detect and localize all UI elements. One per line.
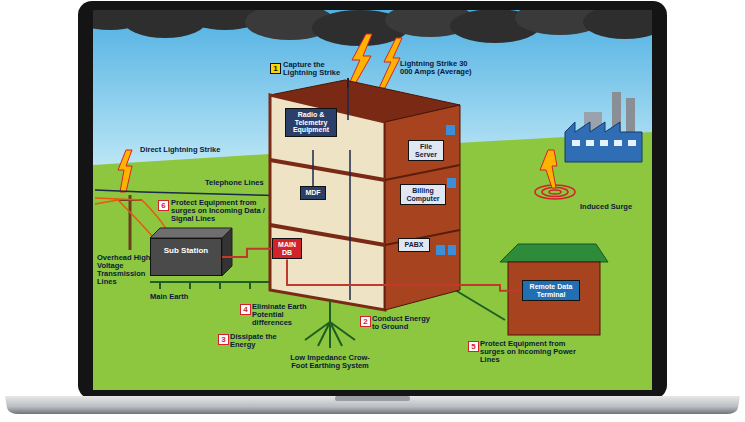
node-text: Remote Data Terminal	[526, 283, 576, 298]
floor-slab	[270, 160, 385, 245]
ring	[549, 190, 561, 194]
window	[436, 245, 445, 255]
distribution-board: MAIN DB	[272, 238, 302, 259]
sky	[93, 10, 652, 390]
roof	[500, 244, 608, 262]
node-text: MAIN DB	[276, 241, 298, 256]
window	[600, 140, 608, 146]
window	[628, 140, 636, 146]
node-text: Sub Station	[154, 247, 218, 256]
callout-number: 5	[468, 341, 479, 352]
callout-text: Eliminate Earth Potential differences	[252, 303, 320, 327]
callout-text: Lightning Strike 30 000 Amps (Average)	[400, 60, 478, 76]
window	[586, 140, 594, 146]
chimney	[626, 98, 635, 132]
bolt	[379, 38, 402, 88]
building	[270, 78, 460, 310]
brick-face	[385, 105, 460, 310]
callout-text: Telephone Lines	[205, 179, 275, 187]
equipment-box: Radio & Telemetry Equipment	[285, 108, 337, 137]
house-wall	[508, 262, 600, 335]
callout-text: Conduct Energy to Ground	[372, 315, 438, 331]
callout-number: 1	[270, 63, 281, 74]
earth-bar	[150, 281, 270, 283]
pole	[129, 195, 132, 250]
callout-text: Protect Equipment from surges on Incomin…	[480, 340, 576, 364]
callout-text: Protect Equipment from surges on Incomin…	[171, 199, 283, 223]
callout-text: Dissipate the Energy	[230, 333, 286, 349]
laptop-notch	[335, 396, 410, 401]
laptop-bezel	[78, 1, 667, 399]
telephone-line	[95, 190, 296, 196]
laptop-base	[5, 396, 740, 414]
floor-line	[385, 165, 460, 245]
equipment-box: MDF	[300, 186, 326, 200]
power-cable	[222, 249, 272, 257]
earth-link	[455, 290, 505, 320]
substation-top	[150, 228, 232, 238]
callout-text: Direct Lightning Strike	[140, 146, 240, 154]
callout-number: 4	[240, 304, 251, 315]
callout-number: 2	[360, 316, 371, 327]
equipment-box: Billing Computer	[400, 184, 446, 205]
crow-foot-earth	[305, 300, 355, 348]
node-text: PABX	[402, 241, 426, 249]
callout-text: Induced Surge	[580, 203, 642, 211]
earth-lead	[329, 300, 331, 322]
callout-text: Capture the Lightning Strike	[283, 61, 341, 77]
window	[572, 140, 580, 146]
equipment-box: File Server	[408, 140, 444, 161]
power-cable	[287, 259, 522, 290]
callout-number: 6	[158, 200, 169, 211]
screen	[93, 10, 652, 390]
storm-clouds	[93, 10, 652, 46]
bolt	[540, 150, 557, 188]
bolt	[118, 150, 132, 192]
callout-text: Overhead High Voltage Transmission Lines	[97, 254, 153, 286]
lightning-rod	[347, 78, 349, 88]
node-text: File Server	[412, 143, 440, 158]
ring	[542, 188, 568, 197]
callout-text: Low Impedance Crow-Foot Earthing System	[290, 354, 370, 370]
node-text: Radio & Telemetry Equipment	[289, 111, 333, 134]
earth-spikes	[160, 282, 250, 289]
earth-feet	[305, 322, 355, 348]
factory-building	[565, 122, 642, 162]
equipment-box: PABX	[398, 238, 430, 252]
node-text: Billing Computer	[404, 187, 442, 202]
window	[446, 125, 455, 135]
substation-box: Sub Station	[150, 238, 222, 276]
cloud	[583, 10, 652, 39]
window	[447, 178, 456, 188]
window	[614, 140, 622, 146]
callout-text: Main Earth	[150, 293, 200, 301]
factory	[565, 92, 642, 162]
terminal-box: Remote Data Terminal	[522, 280, 580, 301]
bolt	[348, 34, 372, 86]
node-text: MDF	[304, 189, 322, 197]
callout-number: 3	[218, 334, 229, 345]
substation-side	[222, 228, 232, 276]
remote-house	[500, 244, 608, 335]
window	[448, 245, 456, 255]
